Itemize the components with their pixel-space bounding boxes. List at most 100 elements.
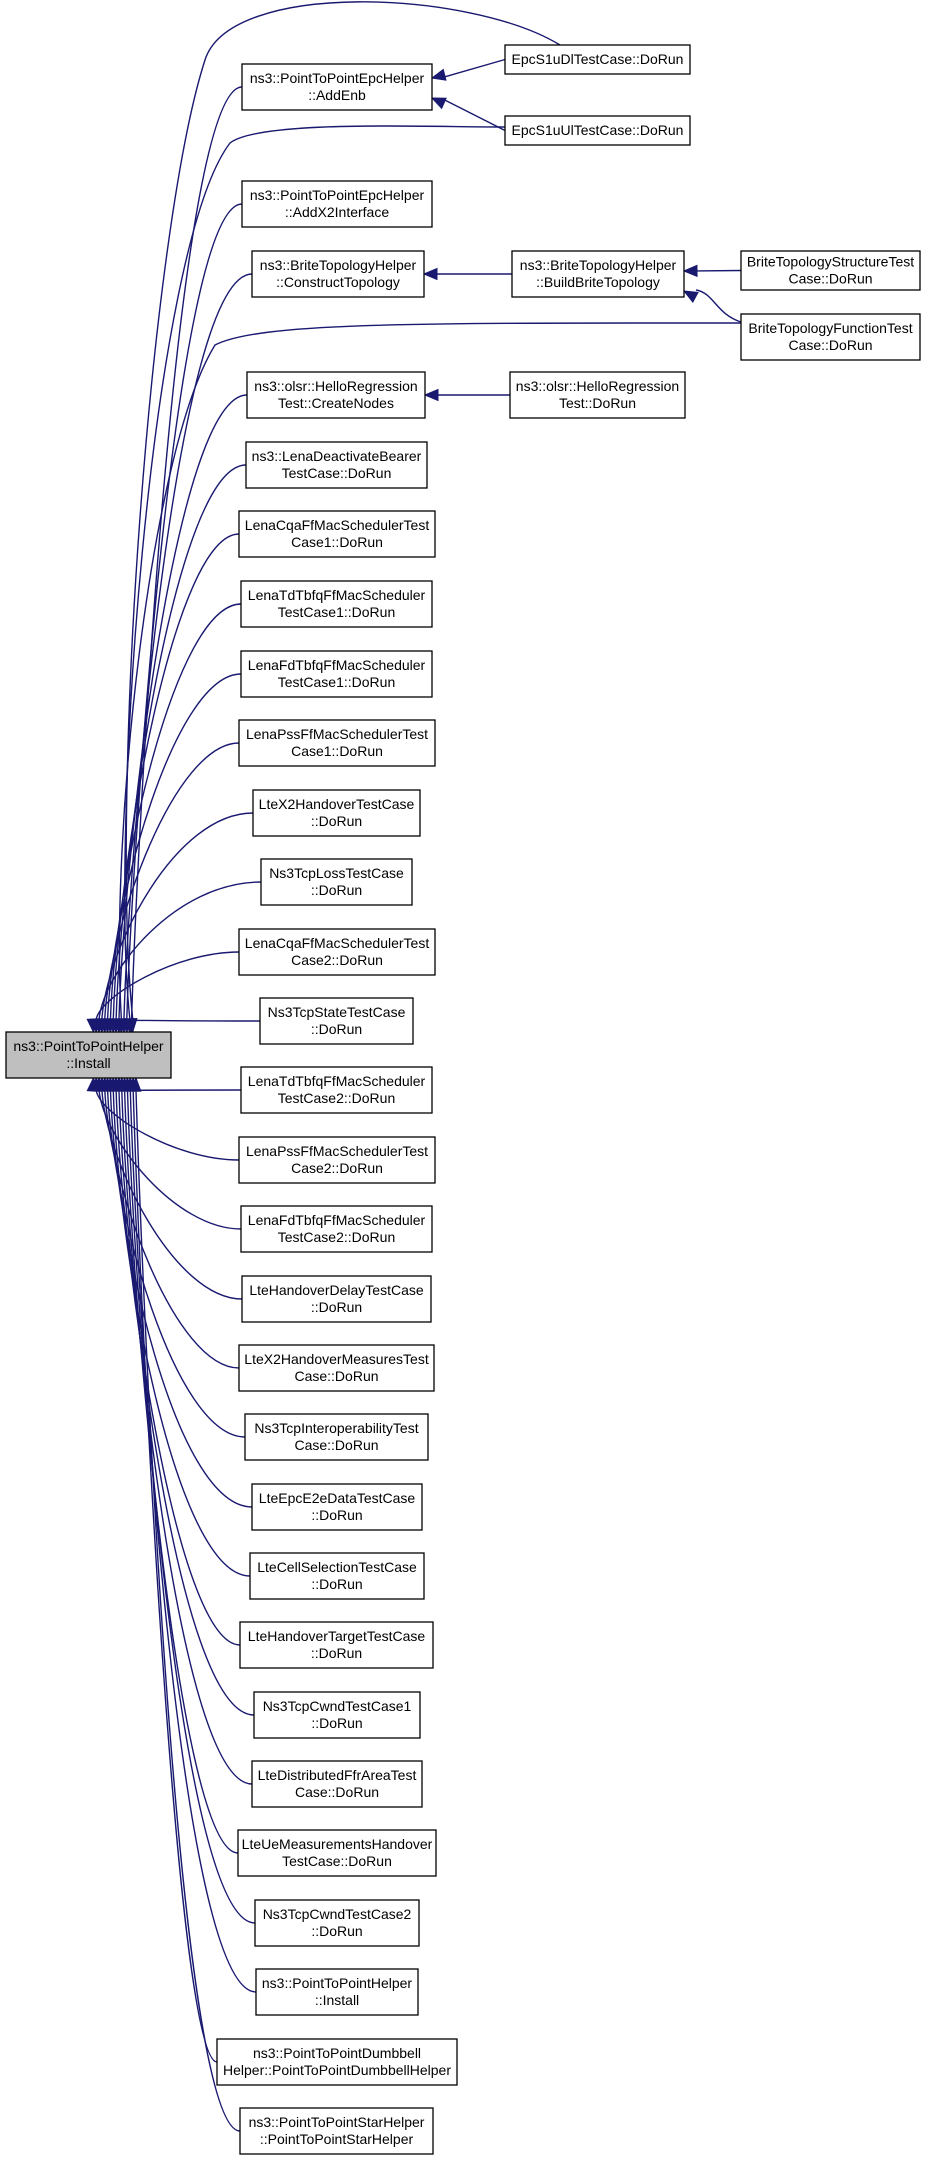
node-construct[interactable]: ns3::BriteTopologyHelper::ConstructTopol… — [251, 250, 425, 298]
node-buildbrite[interactable]: ns3::BriteTopologyHelper::BuildBriteTopo… — [511, 250, 685, 298]
edge-addx2-to-root — [126, 203, 243, 1020]
node-tcpstate[interactable]: Ns3TcpStateTestCase::DoRun — [259, 997, 414, 1045]
node-label-line: ns3::PointToPointEpcHelper — [250, 70, 425, 86]
node-label-line: TestCase::DoRun — [282, 1853, 392, 1869]
node-label-line: LteDistributedFfrAreaTest — [258, 1767, 417, 1783]
node-box — [238, 1136, 436, 1184]
node-star[interactable]: ns3::PointToPointStarHelper::PointToPoin… — [239, 2107, 434, 2155]
node-epcdl[interactable]: EpcS1uDlTestCase::DoRun — [504, 44, 691, 75]
node-cellsel[interactable]: LteCellSelectionTestCase::DoRun — [249, 1552, 425, 1600]
edge-olsrcreate-to-root — [118, 394, 248, 1020]
edge-cqa2-to-root — [95, 951, 240, 1020]
node-hodelay[interactable]: LteHandoverDelayTestCase::DoRun — [241, 1275, 432, 1323]
node-label-line: Case::DoRun — [294, 1368, 378, 1384]
node-label-line: Case::DoRun — [295, 1784, 379, 1800]
node-box — [238, 928, 436, 976]
node-ltex2ho[interactable]: LteX2HandoverTestCase::DoRun — [252, 789, 421, 837]
node-label-line: Case1::DoRun — [291, 534, 383, 550]
node-addx2[interactable]: ns3::PointToPointEpcHelper::AddX2Interfa… — [241, 180, 433, 228]
node-label-line: Ns3TcpCwndTestCase1 — [263, 1698, 412, 1714]
node-label-line: ns3::PointToPointEpcHelper — [250, 187, 425, 203]
node-box — [509, 371, 686, 419]
arrowhead-olsrdorun-olsrcreate — [423, 388, 439, 402]
arrowhead-buildbrite-construct — [422, 267, 438, 281]
node-box — [259, 997, 414, 1045]
node-box — [238, 510, 436, 558]
node-box — [260, 858, 413, 906]
node-root[interactable]: ns3::PointToPointHelper::Install — [5, 1031, 172, 1079]
node-box — [511, 250, 685, 298]
node-label-line: LenaTdTbfqFfMacScheduler — [248, 587, 426, 603]
arrowhead-tcpstate — [86, 1018, 99, 1034]
node-label-line: Test::DoRun — [559, 395, 636, 411]
node-cwnd1[interactable]: Ns3TcpCwndTestCase1::DoRun — [253, 1691, 421, 1739]
node-label-line: Case::DoRun — [294, 1437, 378, 1453]
node-label-line: ::DoRun — [311, 1645, 362, 1661]
node-box — [251, 1760, 423, 1808]
node-box — [740, 250, 921, 291]
node-cwnd2[interactable]: Ns3TcpCwndTestCase2::DoRun — [254, 1899, 420, 1947]
node-label-line: ns3::BriteTopologyHelper — [520, 257, 677, 273]
node-label-line: ::DoRun — [311, 1576, 362, 1592]
edges-layer — [86, 1, 742, 2132]
edge-cellsel-to-root — [112, 1090, 251, 1577]
node-epce2e[interactable]: LteEpcE2eDataTestCase::DoRun — [251, 1483, 423, 1531]
node-box — [238, 719, 436, 767]
node-p2pinstall[interactable]: ns3::PointToPointHelper::Install — [255, 1968, 419, 2016]
node-label-line: Ns3TcpStateTestCase — [268, 1004, 406, 1020]
node-box — [240, 1205, 433, 1253]
node-label-line: ns3::PointToPointHelper — [262, 1975, 413, 1991]
node-box — [216, 2038, 458, 2086]
node-label-line: ::DoRun — [311, 1507, 362, 1523]
node-label-line: LenaFdTbfqFfMacScheduler — [248, 1212, 426, 1228]
node-label-line: ns3::BriteTopologyHelper — [260, 257, 417, 273]
node-hotarget[interactable]: LteHandoverTargetTestCase::DoRun — [239, 1621, 434, 1669]
nodes-layer: ns3::PointToPointHelper::Installns3::Poi… — [5, 44, 921, 2155]
node-label-line: LteHandoverDelayTestCase — [249, 1282, 424, 1298]
node-label-line: LteHandoverTargetTestCase — [248, 1628, 426, 1644]
node-label-line: BriteTopologyFunctionTest — [748, 320, 912, 336]
node-label-line: ::Install — [315, 1992, 359, 2008]
node-box — [253, 1691, 421, 1739]
edge-tcploss-to-root — [98, 881, 262, 1020]
node-label-line: ::DoRun — [311, 813, 362, 829]
node-label-line: ns3::olsr::HelloRegression — [516, 378, 679, 394]
node-label-line: LteCellSelectionTestCase — [257, 1559, 417, 1575]
node-epcul[interactable]: EpcS1uUlTestCase::DoRun — [504, 115, 691, 146]
node-label-line: ::AddX2Interface — [285, 204, 390, 220]
edge-hodelay-to-root — [101, 1090, 243, 1300]
node-tcploss[interactable]: Ns3TcpLossTestCase::DoRun — [260, 858, 413, 906]
node-label-line: Test::CreateNodes — [278, 395, 394, 411]
node-olsrcreate[interactable]: ns3::olsr::HelloRegressionTest::CreateNo… — [246, 371, 426, 419]
node-box — [5, 1031, 172, 1079]
node-label-line: Case1::DoRun — [291, 743, 383, 759]
node-box — [239, 1621, 434, 1669]
edge-tdtbfq1-to-root — [109, 603, 242, 1020]
node-box — [238, 1344, 435, 1392]
node-dumbbell[interactable]: ns3::PointToPointDumbbellHelper::PointTo… — [216, 2038, 458, 2086]
arrowhead-star — [129, 1076, 142, 1092]
node-label-line: ::DoRun — [311, 882, 362, 898]
node-label-line: Helper::PointToPointDumbbellHelper — [223, 2062, 451, 2078]
edge-cwnd2-to-root — [126, 1090, 256, 1924]
node-addenb[interactable]: ns3::PointToPointEpcHelper::AddEnb — [241, 63, 433, 111]
node-label-line: Ns3TcpCwndTestCase2 — [263, 1906, 412, 1922]
edge-uemeas-to-root — [123, 1090, 239, 1854]
